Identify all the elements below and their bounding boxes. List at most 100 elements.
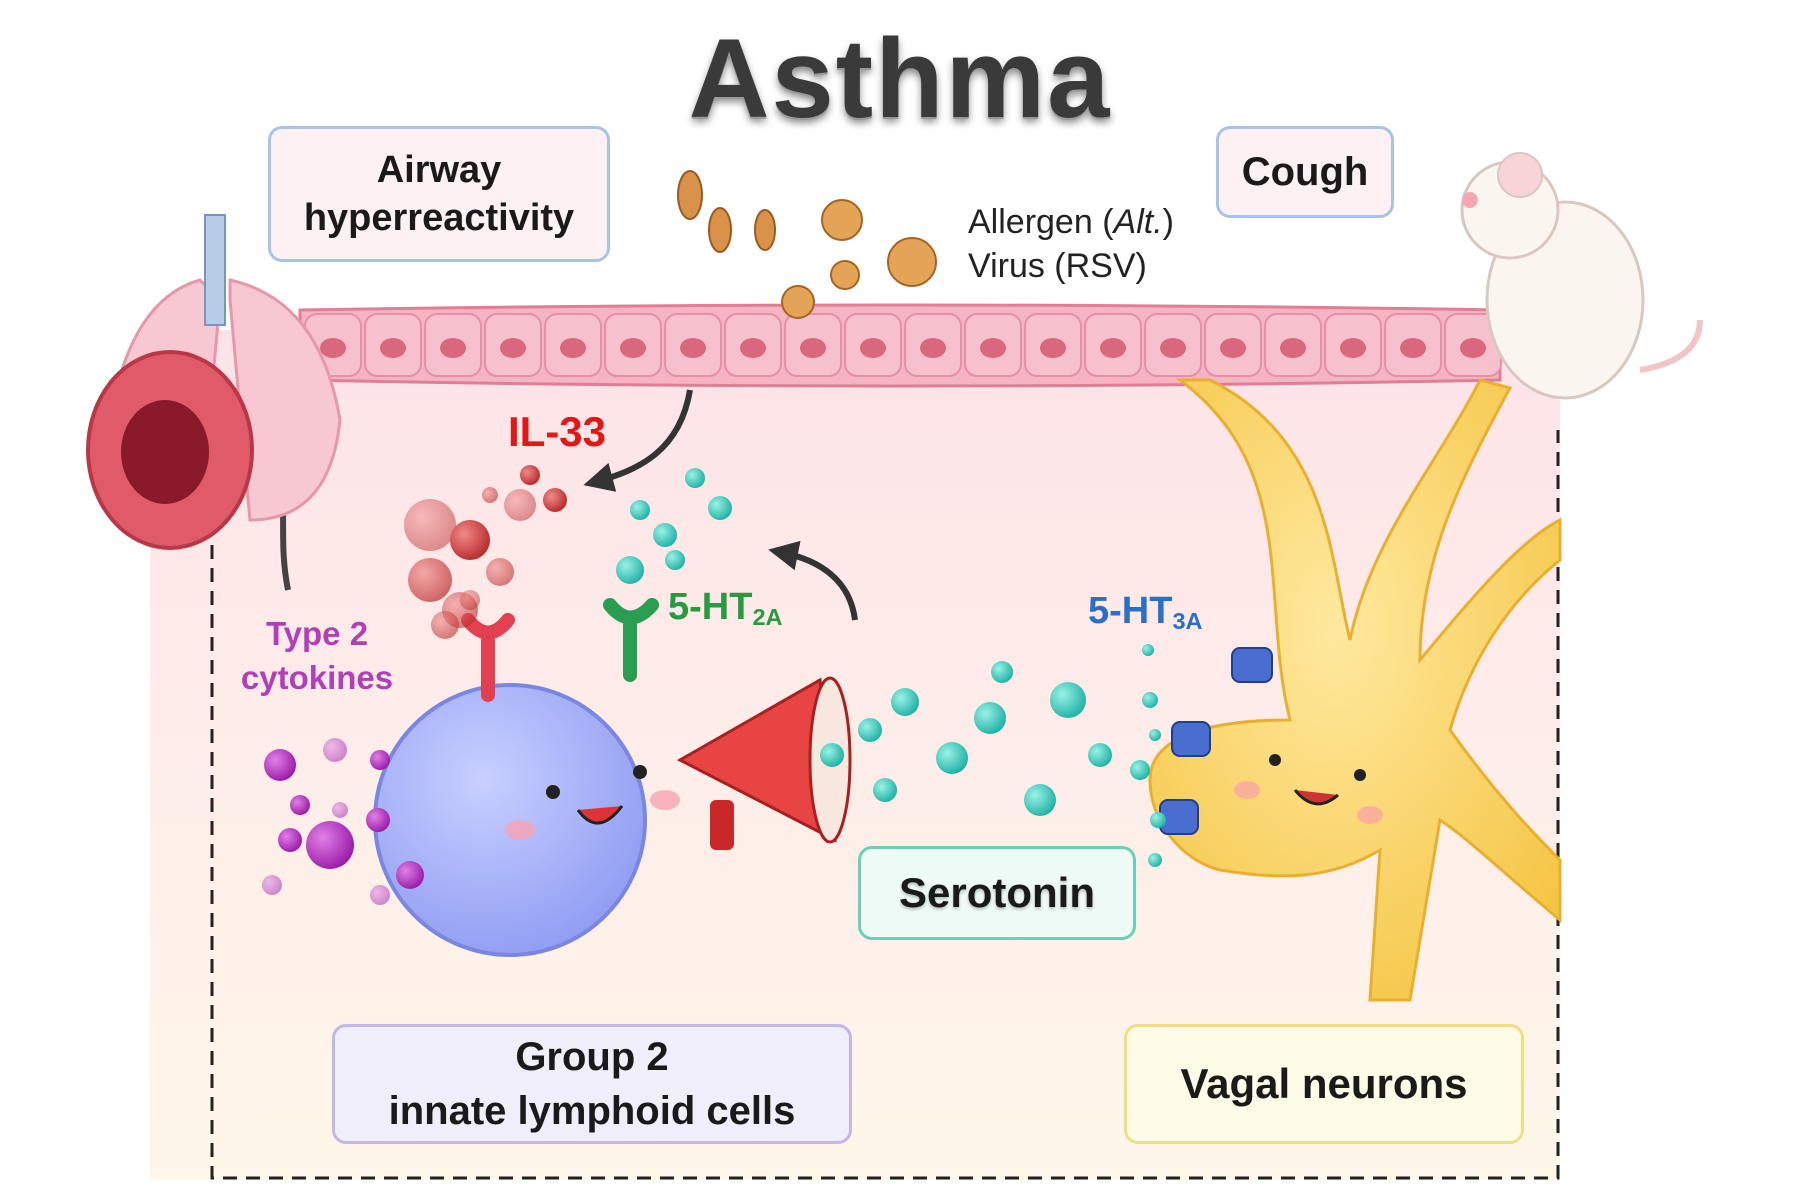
il33-particle xyxy=(431,611,459,639)
ilc-line2: innate lymphoid cells xyxy=(388,1089,796,1133)
type2-cytokine-particle xyxy=(396,861,424,889)
cell-nucleus xyxy=(440,338,466,358)
serotonin-particle xyxy=(891,688,919,716)
il33-particle xyxy=(520,465,540,485)
serotonin-particle xyxy=(1088,743,1112,767)
cell-nucleus xyxy=(1040,338,1066,358)
ilc2-label: Group 2 innate lymphoid cells xyxy=(332,1024,852,1144)
il33-particle xyxy=(408,558,452,602)
allergen-spore-icon xyxy=(677,170,776,253)
particle-layer xyxy=(262,465,1166,905)
vagal-neuron xyxy=(1148,378,1562,1002)
serotonin-particle xyxy=(991,661,1013,683)
ht2a-sub: 2A xyxy=(752,603,783,630)
allergen-virus-label: Allergen (Alt.) Virus (RSV) xyxy=(968,200,1174,288)
serotonin-particle xyxy=(1024,784,1056,816)
ht3a-sub: 3A xyxy=(1172,607,1203,634)
epithelium-layer xyxy=(298,303,1502,388)
il33-label: IL-33 xyxy=(508,408,607,455)
cell-nucleus xyxy=(620,338,646,358)
serotonin-particle xyxy=(630,500,650,520)
airway-line1: Airway xyxy=(376,149,502,191)
serotonin-particle xyxy=(820,743,844,767)
cell-nucleus xyxy=(680,338,706,358)
cell-nucleus xyxy=(380,338,406,358)
cell-nucleus xyxy=(740,338,766,358)
cell-nucleus xyxy=(560,338,586,358)
serotonin-particle xyxy=(1050,682,1086,718)
virus-line: Virus (RSV) xyxy=(968,247,1147,285)
ilc-line1: Group 2 xyxy=(515,1035,669,1079)
cell-nucleus xyxy=(1340,338,1366,358)
allergen-italic: Alt. xyxy=(1113,203,1163,241)
serotonin-particle xyxy=(1150,812,1166,828)
airway-line2: hyperreactivity xyxy=(303,197,575,239)
ht2a-base: 5-HT xyxy=(668,586,753,628)
serotonin-particle xyxy=(1149,729,1161,741)
type2-cytokine-particle xyxy=(323,738,347,762)
cell-nucleus xyxy=(1220,338,1246,358)
cell-nucleus xyxy=(860,338,886,358)
type2-line2: cytokines xyxy=(240,659,394,696)
cell-nucleus xyxy=(1400,338,1426,358)
ht2a-arrow xyxy=(768,540,858,621)
cell-nucleus xyxy=(1160,338,1186,358)
il33-particle xyxy=(486,558,514,586)
ht2a-receptor-label: 5-HT2A xyxy=(668,586,783,631)
type2-line1: Type 2 xyxy=(265,615,369,652)
dashed-boundary xyxy=(210,430,1560,1180)
lung-icon xyxy=(86,214,342,550)
cell-nucleus xyxy=(980,338,1006,358)
type2-cytokine-particle xyxy=(332,802,348,818)
type2-cytokine-particle xyxy=(366,808,390,832)
allergen-pre: Allergen ( xyxy=(968,203,1114,241)
ilc2-cell xyxy=(373,683,680,957)
serotonin-particle xyxy=(1130,760,1150,780)
serotonin-particle xyxy=(858,718,882,742)
type2-cytokine-particle xyxy=(264,749,296,781)
type2-cytokine-particle xyxy=(262,875,282,895)
ht3a-receptor-label: 5-HT3A xyxy=(1088,590,1203,635)
cell-nucleus xyxy=(500,338,526,358)
il33-particle xyxy=(460,590,480,610)
serotonin-particle xyxy=(936,742,968,774)
il33-particle xyxy=(543,488,567,512)
virus-icon xyxy=(781,199,937,319)
serotonin-particle xyxy=(685,468,705,488)
airway-hyperreactivity-label: Airway hyperreactivity xyxy=(268,126,610,262)
type2-cytokine-particle xyxy=(278,828,302,852)
ion-channel-icon xyxy=(1159,647,1273,835)
serotonin-particle xyxy=(974,702,1006,734)
type2-cytokine-particle xyxy=(370,750,390,770)
il33-particle xyxy=(450,520,490,560)
type2-cytokines-label: Type 2 cytokines xyxy=(222,612,412,700)
il33-arrow xyxy=(583,389,693,492)
vagal-neurons-label: Vagal neurons xyxy=(1124,1024,1524,1144)
mouse-icon xyxy=(1460,152,1703,400)
page-title: Asthma xyxy=(688,16,1112,141)
cell-nucleus xyxy=(1460,338,1486,358)
cough-label: Cough xyxy=(1216,126,1394,218)
il33-particle xyxy=(404,499,456,551)
cell-nucleus xyxy=(800,338,826,358)
serotonin-label: Serotonin xyxy=(858,846,1136,940)
ht3a-base: 5-HT xyxy=(1088,590,1173,632)
cell-nucleus xyxy=(1280,338,1306,358)
serotonin-particle xyxy=(873,778,897,802)
serotonin-particle xyxy=(708,496,732,520)
type2-cytokine-particle xyxy=(306,821,354,869)
serotonin-particle xyxy=(1142,692,1158,708)
type2-cytokine-particle xyxy=(290,795,310,815)
serotonin-particle xyxy=(653,523,677,547)
il33-particle xyxy=(504,489,536,521)
serotonin-particle xyxy=(1142,644,1154,656)
serotonin-particle xyxy=(1148,853,1162,867)
cell-nucleus xyxy=(320,338,346,358)
serotonin-particle xyxy=(665,550,685,570)
cell-nucleus xyxy=(1100,338,1126,358)
type2-cytokine-particle xyxy=(370,885,390,905)
cell-nucleus xyxy=(920,338,946,358)
allergen-post: ) xyxy=(1162,203,1174,241)
il33-particle xyxy=(482,487,498,503)
